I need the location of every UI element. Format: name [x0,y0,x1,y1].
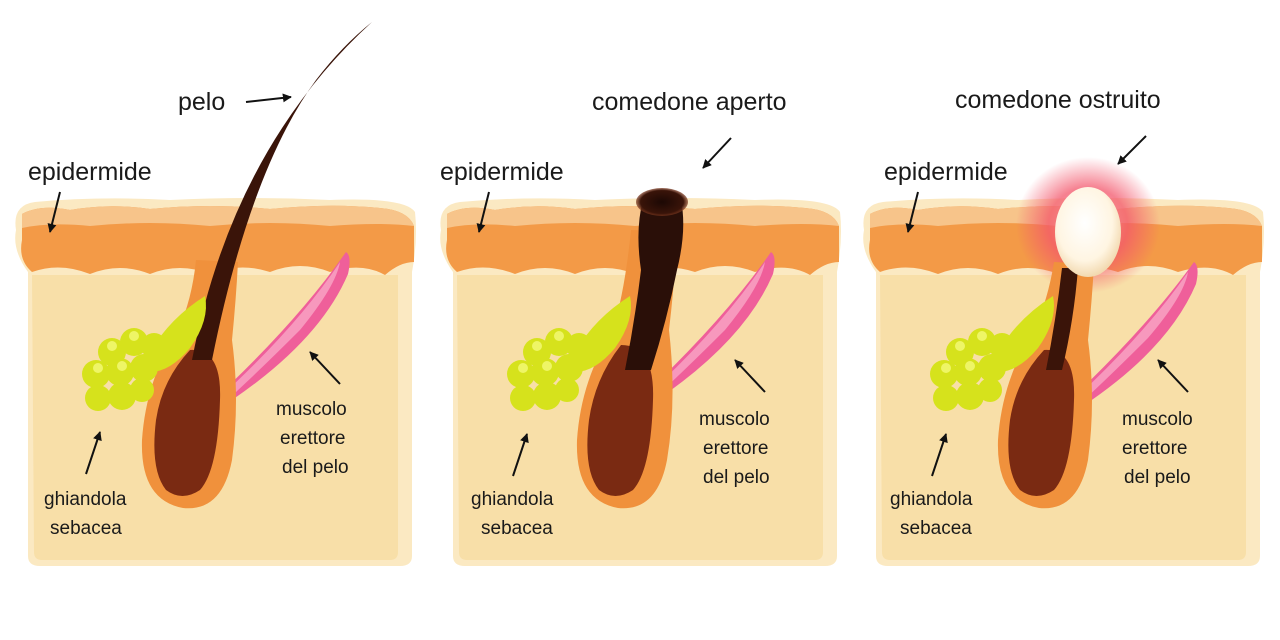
arrow-epidermis [47,191,61,233]
arrow-gland [85,431,102,475]
label-epidermis-text: epidermide [884,158,1008,186]
label-muscle-line3: del pelo [282,457,349,478]
panel-normal-hair: pelo epidermide muscolo erettore del pel… [15,22,416,566]
label-muscle-line2: erettore [280,428,345,449]
muscle-highlight [232,262,340,392]
hair-shaft [192,22,372,360]
label-epidermis-text: epidermide [28,158,152,186]
label-closed-comedone: comedone ostruito [955,86,1161,165]
label-muscle-line3: del pelo [703,467,770,488]
label-muscle: muscolo erettore del pelo [1122,359,1193,488]
label-epidermis-text: epidermide [440,158,564,186]
comedone-plug-dark [625,194,684,370]
label-gland-line1: ghiandola [471,489,554,510]
label-muscle-line1: muscolo [699,409,770,430]
hair-bulb [587,345,654,496]
label-open-comedone-text: comedone aperto [592,88,787,116]
label-muscle-line3: del pelo [1124,467,1191,488]
arrow-epidermis [476,191,490,233]
label-hair: pelo [178,88,292,116]
panel-closed-comedone: comedone ostruito epidermide muscolo ere… [863,86,1264,566]
muscle [1070,262,1198,408]
label-muscle-line1: muscolo [1122,409,1193,430]
label-closed-comedone-text: comedone ostruito [955,86,1161,114]
label-gland: ghiandola sebacea [44,431,127,539]
arrow-hair [245,93,292,103]
label-muscle-line2: erettore [703,438,768,459]
arrow-closed-comedone [1117,135,1147,165]
label-muscle-line2: erettore [1122,438,1187,459]
label-gland: ghiandola sebacea [471,433,554,539]
sebaceous-gland [930,296,1054,411]
label-open-comedone: comedone aperto [592,88,787,169]
closed-comedone-plug [1055,187,1121,277]
arrow-muscle [309,351,341,385]
epidermis-layer [21,205,414,275]
open-comedone-head [636,188,688,216]
label-gland-line1: ghiandola [44,489,127,510]
hair-shaft [1046,268,1078,370]
arrow-muscle [1157,359,1189,393]
label-muscle: muscolo erettore del pelo [699,359,770,488]
muscle [647,252,775,400]
label-epidermis: epidermide [440,158,564,233]
label-epidermis: epidermide [28,158,152,233]
sebaceous-gland [82,296,206,411]
label-gland-line1: ghiandola [890,489,973,510]
label-hair-text: pelo [178,88,225,116]
muscle-highlight [1080,272,1188,400]
arrow-muscle [734,359,766,393]
sebaceous-gland [507,296,631,411]
arrow-gland [512,433,529,477]
label-gland-line2: sebacea [481,518,553,539]
hair-bulb [1008,349,1075,496]
hair-bulb [154,349,221,496]
label-gland-line2: sebacea [50,518,122,539]
arrow-epidermis [905,191,919,233]
muscle [222,252,350,400]
label-gland: ghiandola sebacea [890,433,973,539]
label-muscle: muscolo erettore del pelo [276,351,349,478]
arrow-open-comedone [702,137,732,169]
label-muscle-line1: muscolo [276,399,347,420]
label-gland-line2: sebacea [900,518,972,539]
panel-open-comedone: comedone aperto epidermide muscolo erett… [440,88,841,566]
label-epidermis: epidermide [884,158,1008,233]
arrow-gland [931,433,948,477]
